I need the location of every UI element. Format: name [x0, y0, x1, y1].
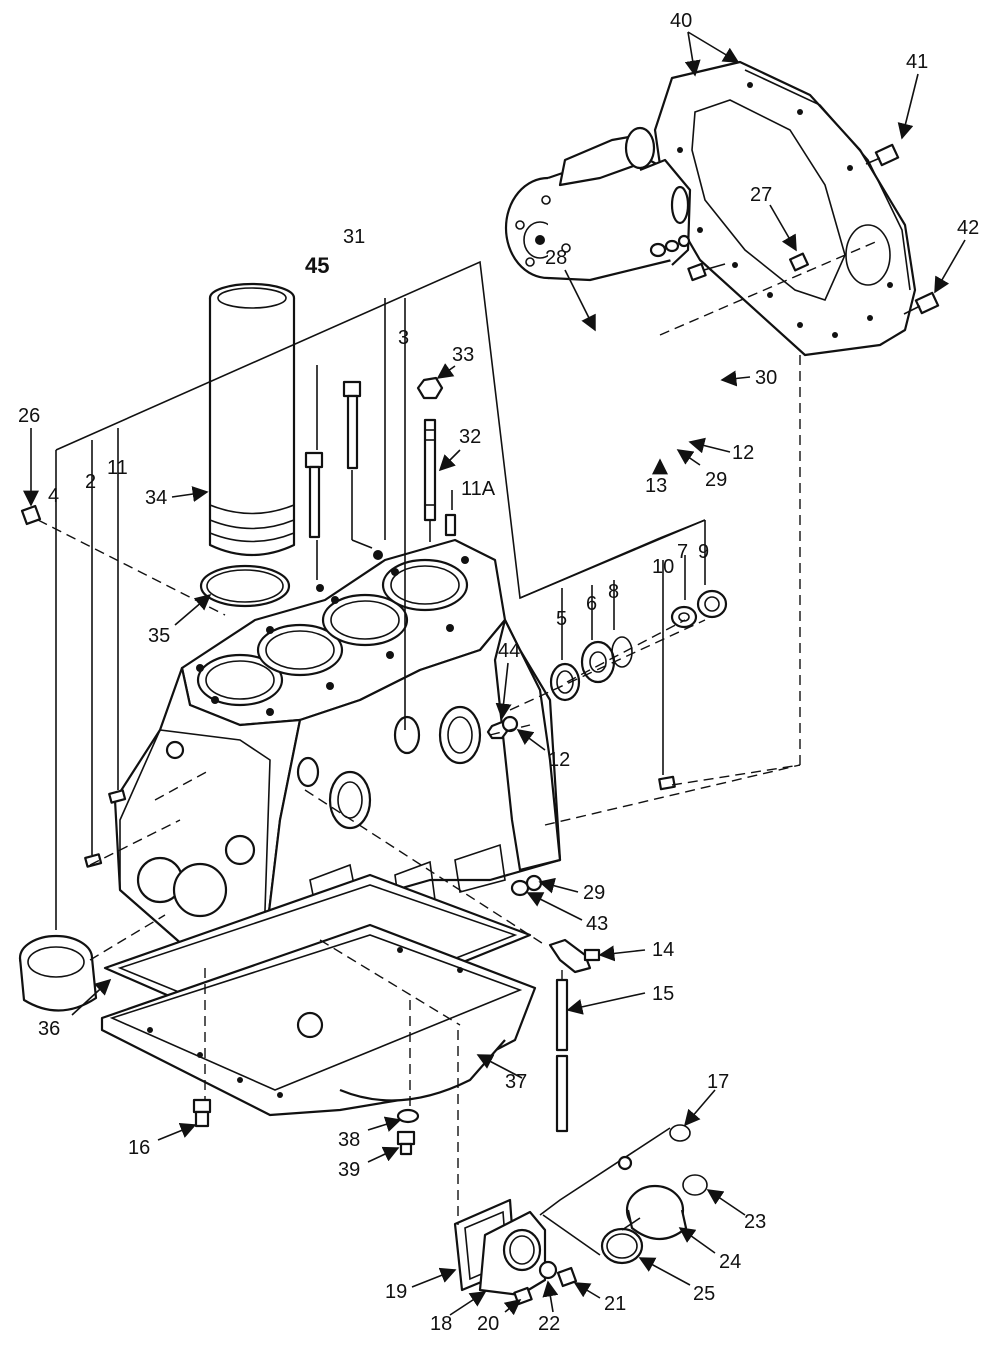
callout-label: 19	[385, 1281, 407, 1303]
washer-38	[396, 1108, 420, 1124]
callout-label: 11A	[461, 478, 496, 500]
assembly-lines	[37, 239, 881, 1256]
callout-label: 21	[604, 1293, 626, 1315]
plug-26	[20, 504, 42, 526]
leader-arrows	[23, 31, 966, 1316]
callout-label: 27	[750, 184, 772, 206]
callout-label: 7	[677, 541, 688, 563]
callout-label: 43	[586, 913, 608, 935]
dowel-11A	[444, 513, 457, 537]
cylinder-block	[113, 538, 562, 1012]
washer-nut-29-43	[510, 874, 543, 897]
liner-seal-ring	[199, 564, 291, 608]
bearing-6	[580, 640, 616, 684]
callout-label: 29	[705, 469, 727, 491]
housing-18	[478, 1210, 547, 1297]
callout-label: 23	[744, 1211, 766, 1233]
callout-label: 41	[906, 51, 928, 73]
o-ring-23	[682, 1174, 708, 1196]
callout-label: 12	[732, 442, 754, 464]
callout-label: 16	[128, 1137, 150, 1159]
callout-label: 31	[343, 226, 365, 248]
washer-22	[538, 1260, 558, 1280]
bolt-21	[556, 1266, 578, 1288]
callout-label: 12	[548, 749, 570, 771]
callout-label: 9	[698, 541, 709, 563]
o-ring-25	[600, 1227, 644, 1265]
callout-label: 22	[538, 1313, 560, 1335]
callout-label: 26	[18, 405, 40, 427]
bolt-41	[865, 143, 900, 167]
filler-cap-24	[625, 1184, 688, 1240]
dowel-11	[108, 789, 127, 804]
bolt-30	[687, 262, 726, 282]
dipstick-17	[539, 1124, 691, 1216]
callout-label: 24	[719, 1251, 741, 1273]
callout-label: 5	[556, 608, 567, 630]
callout-label: 18	[430, 1313, 452, 1335]
drain-plug-16	[192, 1098, 212, 1128]
callout-label: 42	[957, 217, 979, 239]
callout-label: 36	[38, 1018, 60, 1040]
callout-label: 34	[145, 487, 167, 509]
head-bolt-31	[342, 380, 362, 470]
cylinder-liner	[208, 282, 296, 557]
dowel-2	[84, 853, 103, 868]
fitting-14	[548, 938, 601, 974]
callout-label: 13	[645, 475, 667, 497]
callout-label: 2	[85, 471, 96, 493]
oil-pan	[100, 923, 537, 1117]
callout-labels: 40 41 27 42 28 30 12 29 13 31 45 3 33 32…	[18, 10, 979, 1335]
head-bolt-45	[304, 451, 324, 539]
callout-label: 20	[477, 1313, 499, 1335]
callout-label: 25	[693, 1283, 715, 1305]
snap-ring-8	[611, 636, 633, 668]
callout-label: 39	[338, 1159, 360, 1181]
washer-9	[696, 589, 728, 619]
callout-label: 10	[652, 556, 674, 578]
callout-label: 28	[545, 247, 567, 269]
callout-label: 37	[505, 1071, 527, 1093]
callout-label: 11	[107, 457, 128, 479]
callout-label: 17	[707, 1071, 729, 1093]
starter-motor	[504, 126, 692, 282]
plug-39	[396, 1130, 416, 1156]
callout-label: 32	[459, 426, 481, 448]
bolt-27	[789, 252, 809, 272]
callout-label: 4	[48, 485, 59, 507]
nut-33	[416, 376, 444, 400]
callout-label: 14	[652, 939, 674, 961]
callout-label: 29	[583, 882, 605, 904]
callout-label: 44	[498, 640, 520, 662]
dowel-10	[658, 775, 676, 791]
callout-label: 40	[670, 10, 692, 32]
rear-seal-36	[18, 934, 98, 1012]
bearing-5	[549, 662, 581, 702]
bolt-42	[903, 291, 940, 315]
callout-label: 38	[338, 1129, 360, 1151]
flywheel-housing-plate	[653, 60, 917, 357]
washer-nut-12-29-13	[649, 234, 691, 258]
callout-label: 8	[608, 581, 619, 603]
stud-32	[423, 418, 437, 522]
callout-label: 6	[586, 593, 597, 615]
callout-label: 30	[755, 367, 777, 389]
callout-label: 33	[452, 344, 474, 366]
callout-label: 15	[652, 983, 674, 1005]
callout-label: 3	[398, 327, 409, 349]
callout-label: 45	[305, 253, 329, 278]
washer-7	[670, 605, 698, 629]
callout-label: 35	[148, 625, 170, 647]
tube-15	[555, 978, 569, 1133]
